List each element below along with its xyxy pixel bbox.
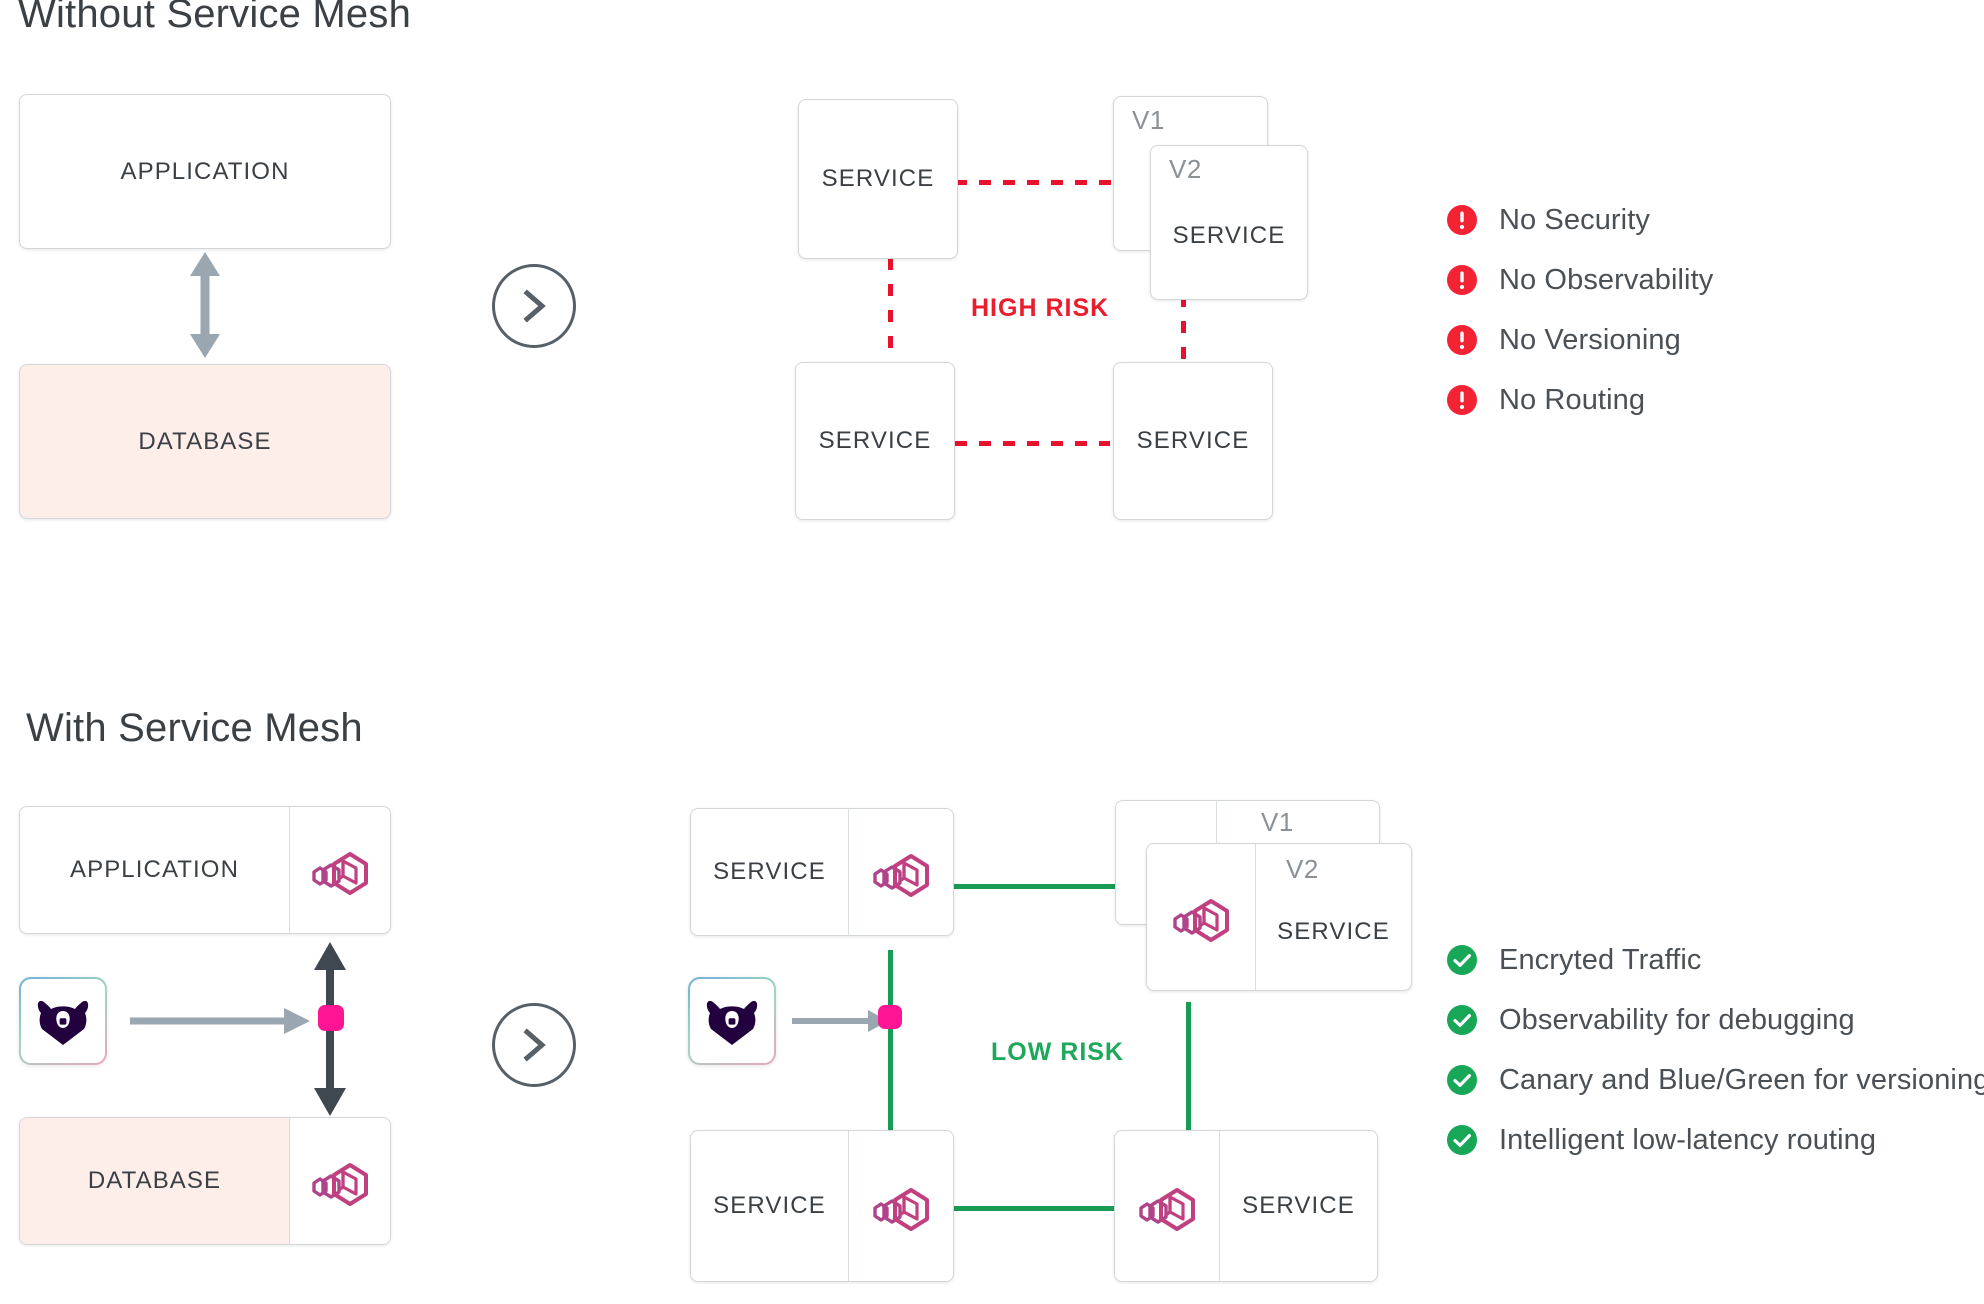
benefits-list: Encryted Traffic Observability for debug… <box>1447 930 1984 1170</box>
chevron-right-icon <box>523 289 546 323</box>
list-item-label: Canary and Blue/Green for versioning <box>1499 1063 1984 1096</box>
list-item: Encryted Traffic <box>1447 930 1984 990</box>
next-step-button-without[interactable] <box>492 264 576 348</box>
section-title-without: Without Service Mesh <box>18 0 412 36</box>
service-box-label: SERVICE <box>713 858 826 885</box>
control-plane-tile-left <box>19 977 107 1065</box>
application-pane: APPLICATION <box>20 807 289 933</box>
service-box-label: SERVICE <box>818 427 932 454</box>
check-circle-icon <box>1447 945 1477 975</box>
service-pane: SERVICE <box>691 809 848 935</box>
list-item: Observability for debugging <box>1447 990 1984 1050</box>
link-v2-vertical-with <box>1186 1002 1191 1130</box>
version-tag-v2: V2 <box>1169 154 1202 184</box>
service-box-label: SERVICE <box>1136 427 1250 454</box>
list-item: Canary and Blue/Green for versioning <box>1447 1050 1984 1110</box>
list-item-label: Encryted Traffic <box>1499 943 1702 976</box>
link-bottom-services-with <box>951 1206 1116 1211</box>
alert-circle-icon <box>1447 265 1477 295</box>
service-pane: SERVICE <box>691 1131 848 1281</box>
service-mesh-sidecar-icon <box>873 1188 929 1231</box>
service-pane: SERVICE <box>1220 1131 1377 1281</box>
link-service-to-v1-without <box>955 180 1128 185</box>
service-pane: V2 SERVICE <box>1256 844 1411 990</box>
list-item: No Routing <box>1447 370 1713 430</box>
link-v2-to-service-vertical-without <box>1181 295 1186 372</box>
service-box-with-1: SERVICE <box>690 808 954 936</box>
service-box-without-v2: V2 SERVICE <box>1150 145 1308 300</box>
list-item-label: Observability for debugging <box>1499 1003 1855 1036</box>
kuma-bear-icon <box>37 1000 89 1045</box>
database-box-with: DATABASE <box>19 1117 391 1245</box>
section-title-with: With Service Mesh <box>26 706 363 750</box>
application-box-without: APPLICATION <box>19 94 391 249</box>
list-item: No Observability <box>1447 250 1713 310</box>
service-box-without-3: SERVICE <box>795 362 955 520</box>
service-mesh-sidecar-icon <box>1173 899 1229 942</box>
list-item-label: Intelligent low-latency routing <box>1499 1123 1877 1156</box>
application-box-label: APPLICATION <box>120 157 290 185</box>
check-circle-icon <box>1447 1125 1477 1155</box>
alert-circle-icon <box>1447 205 1477 235</box>
check-circle-icon <box>1447 1005 1477 1035</box>
version-tag-v2: V2 <box>1286 854 1319 884</box>
service-box-label: SERVICE <box>821 165 935 192</box>
sidecar-pane <box>289 807 390 933</box>
list-item-label: No Versioning <box>1499 323 1681 356</box>
chevron-right-icon <box>523 1028 546 1062</box>
service-box-without-4: SERVICE <box>1113 362 1273 520</box>
version-tag-v1: V1 <box>1261 807 1294 837</box>
service-box-label: SERVICE <box>1242 1192 1355 1219</box>
risk-label-without: HIGH RISK <box>971 294 1110 322</box>
database-pane: DATABASE <box>20 1118 289 1244</box>
alert-circle-icon <box>1447 325 1477 355</box>
list-item: No Versioning <box>1447 310 1713 370</box>
control-plane-to-sidecar-arrow-icon <box>130 1008 310 1034</box>
sidecar-pane <box>1147 844 1256 990</box>
service-box-label: SERVICE <box>713 1192 826 1219</box>
link-service-to-service-vertical-without <box>888 258 893 370</box>
alert-circle-icon <box>1447 385 1477 415</box>
version-tag-v1: V1 <box>1132 105 1165 135</box>
check-circle-icon <box>1447 1065 1477 1095</box>
sidecar-pane <box>289 1118 390 1244</box>
list-item: No Security <box>1447 190 1713 250</box>
database-box-label: DATABASE <box>138 427 272 455</box>
mtls-policy-dot-icon-left <box>318 1005 344 1031</box>
service-box-label: SERVICE <box>1277 918 1390 945</box>
sidecar-pane <box>848 1131 953 1281</box>
link-service-to-v1-with <box>951 884 1116 889</box>
service-mesh-sidecar-icon <box>873 854 929 897</box>
next-step-button-with[interactable] <box>492 1003 576 1087</box>
sidecar-pane <box>848 809 953 935</box>
application-box-label: APPLICATION <box>69 856 240 883</box>
service-box-without-1: SERVICE <box>798 99 958 259</box>
service-box-with-v2: V2 SERVICE <box>1146 843 1412 991</box>
link-bottom-services-without <box>955 441 1110 446</box>
service-mesh-sidecar-icon <box>1139 1188 1195 1231</box>
list-item-label: No Observability <box>1499 263 1714 296</box>
kuma-bear-icon <box>706 1000 758 1045</box>
list-item: Intelligent low-latency routing <box>1447 1110 1984 1170</box>
control-plane-tile-mesh <box>688 977 776 1065</box>
service-mesh-sidecar-icon <box>312 852 368 895</box>
list-item-label: No Security <box>1499 203 1650 236</box>
service-mesh-sidecar-icon <box>312 1163 368 1206</box>
database-box-label: DATABASE <box>87 1167 222 1194</box>
application-database-双arrow-icon <box>190 252 220 358</box>
database-box-without: DATABASE <box>19 364 391 519</box>
service-box-with-3: SERVICE <box>690 1130 954 1282</box>
list-item-label: No Routing <box>1499 383 1646 416</box>
link-service-vertical-left-with <box>888 950 893 1130</box>
application-box-with: APPLICATION <box>19 806 391 934</box>
mtls-policy-dot-icon-mesh <box>878 1005 902 1029</box>
drawbacks-list: No Security No Observability No Versioni… <box>1447 190 1713 430</box>
sidecar-pane <box>1115 1131 1220 1281</box>
service-box-label: SERVICE <box>1172 221 1286 249</box>
service-box-with-4: SERVICE <box>1114 1130 1378 1282</box>
risk-label-with: LOW RISK <box>991 1038 1124 1066</box>
